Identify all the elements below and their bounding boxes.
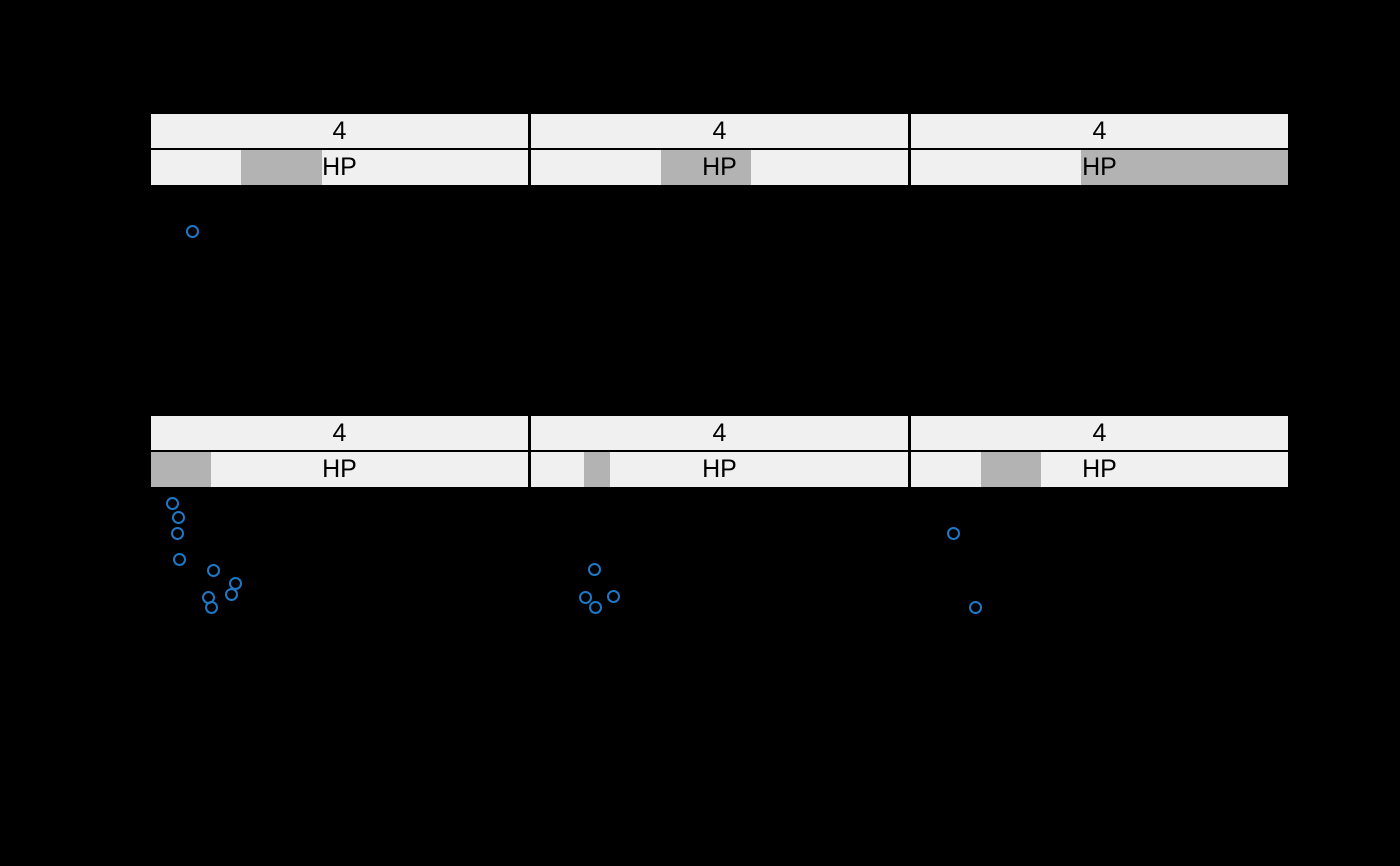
data-point (968, 600, 982, 614)
strip-fill-0-1 (661, 150, 751, 185)
data-point (204, 600, 218, 614)
strip-fill-1-2 (980, 452, 1042, 487)
facet-0-1: 4 HP (530, 113, 909, 390)
panel-0-2 (910, 186, 1289, 390)
panel-0-0 (150, 186, 529, 390)
panel-1-0 (150, 488, 529, 866)
data-point (588, 600, 602, 614)
data-point (185, 224, 199, 238)
data-point (587, 562, 601, 576)
panel-1-2 (910, 488, 1289, 866)
data-point (171, 510, 185, 524)
strip-top-label-0-2: 4 (1092, 116, 1107, 145)
strip-bottom-1-0: HP (150, 451, 529, 488)
strip-bottom-1-2: HP (910, 451, 1289, 488)
strip-bottom-label-1-2: HP (1082, 455, 1117, 483)
data-point (606, 589, 620, 603)
data-point (172, 552, 186, 566)
strip-top-1-0: 4 (150, 415, 529, 451)
strip-bottom-0-0: HP (150, 149, 529, 186)
data-point (946, 526, 960, 540)
strip-fill-0-0 (241, 150, 323, 185)
facet-0-2: 4 HP (910, 113, 1289, 390)
strip-bottom-1-1: HP (530, 451, 909, 488)
strip-bottom-label-1-0: HP (322, 455, 357, 483)
strip-fill-1-1 (583, 452, 611, 487)
panel-1-1 (530, 488, 909, 866)
facet-1-2: 4 HP (910, 415, 1289, 866)
facet-row-0: 4 HP 4 HP 4 (150, 113, 1289, 390)
facet-row-1: 4 HP 4 (150, 415, 1289, 866)
data-point (224, 587, 238, 601)
strip-bottom-label-0-2: HP (1082, 153, 1117, 181)
strip-bottom-label-0-1: HP (702, 153, 737, 181)
strip-top-1-1: 4 (530, 415, 909, 451)
strip-top-0-0: 4 (150, 113, 529, 149)
data-point (578, 590, 592, 604)
data-point (206, 563, 220, 577)
strip-top-label-1-1: 4 (712, 418, 727, 447)
strip-top-label-0-0: 4 (332, 116, 347, 145)
strip-fill-1-0 (151, 452, 212, 487)
data-point (170, 526, 184, 540)
strip-top-0-2: 4 (910, 113, 1289, 149)
strip-top-label-1-0: 4 (332, 418, 347, 447)
strip-bottom-0-2: HP (910, 149, 1289, 186)
facet-1-1: 4 HP (530, 415, 909, 866)
strip-top-label-0-1: 4 (712, 116, 727, 145)
strip-top-0-1: 4 (530, 113, 909, 149)
strip-top-label-1-2: 4 (1092, 418, 1107, 447)
strip-top-1-2: 4 (910, 415, 1289, 451)
strip-bottom-label-1-1: HP (702, 455, 737, 483)
strip-fill-0-2 (1080, 150, 1288, 185)
data-point (165, 496, 179, 510)
panel-0-1 (530, 186, 909, 390)
facet-1-0: 4 HP (150, 415, 529, 866)
strip-bottom-0-1: HP (530, 149, 909, 186)
facet-0-0: 4 HP (150, 113, 529, 390)
strip-bottom-label-0-0: HP (322, 153, 357, 181)
